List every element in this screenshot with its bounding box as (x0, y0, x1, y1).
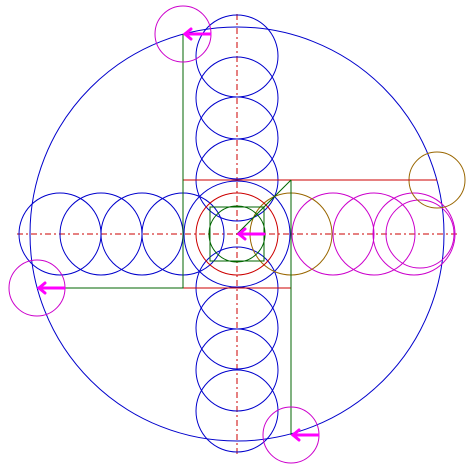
outer-boundary-circle (29, 26, 445, 442)
arrows (36, 27, 320, 442)
left-arrow-icon (290, 428, 320, 442)
side-circle (332, 192, 416, 276)
side-circle (372, 192, 456, 276)
side-circle (385, 199, 455, 269)
left-arrow-icon (36, 281, 66, 295)
diagonal-green-path (236, 179, 292, 235)
side-circle (291, 192, 375, 276)
brown-circles (249, 151, 466, 276)
center-circle-outer (195, 192, 279, 276)
lane-circle (195, 369, 279, 453)
left-arrow-icon (236, 227, 266, 241)
horizontal-circle-row-right (291, 192, 456, 276)
green-paths (37, 34, 292, 435)
lane-circle (195, 96, 279, 180)
lane-circle (195, 286, 279, 370)
lane-circle (195, 328, 279, 412)
top-left-green-path (37, 34, 184, 289)
left-arrow-icon (182, 27, 212, 41)
